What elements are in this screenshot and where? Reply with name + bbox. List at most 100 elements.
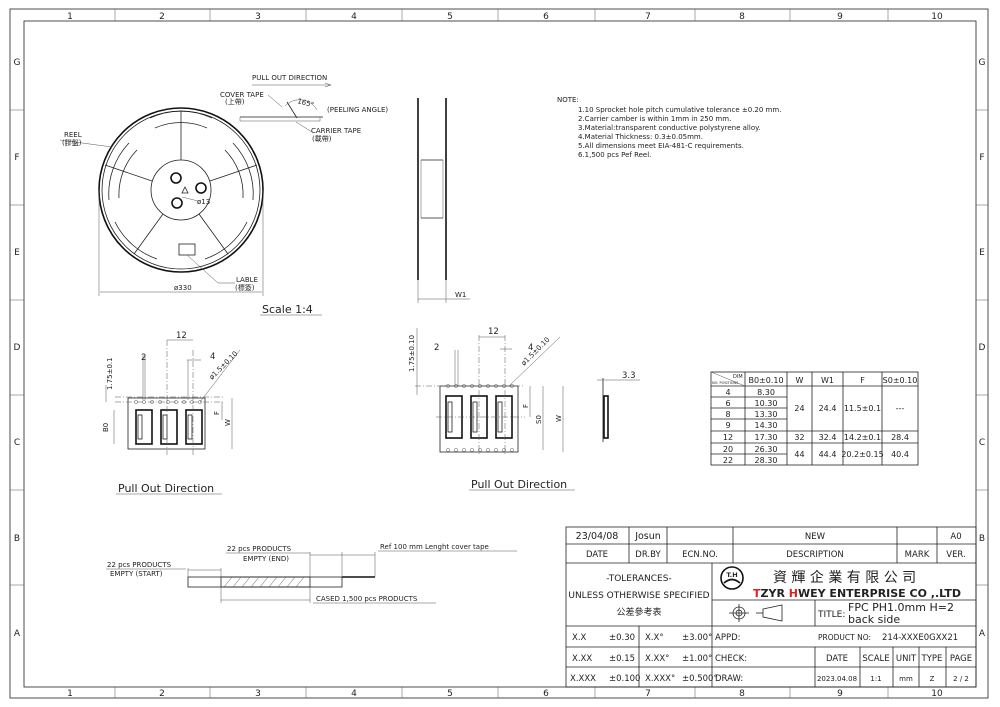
col-label: 3 <box>255 689 261 699</box>
table-diagonal <box>710 371 746 387</box>
drawing-scale: 1:1 <box>870 675 881 683</box>
dim-2: 2 <box>434 343 439 353</box>
carrier-tape-view-1: 12 2 4 ø1.5±0.10 1.75±0.1 B0 F W Pull Ou… <box>102 331 241 495</box>
tol-linear: X.X <box>572 633 587 643</box>
col-label: 7 <box>645 12 651 22</box>
row-label: B <box>14 534 20 544</box>
col-label: 1 <box>67 12 73 22</box>
tape-side-profile: 3.3 <box>597 371 640 442</box>
table-cell-position: 9 <box>725 421 730 430</box>
col-label: 1 <box>67 689 73 699</box>
reel-diameter: ø330 <box>174 284 192 292</box>
drawing-title-line-1: FPC PH1.0mm H=2 <box>848 601 954 614</box>
col-label: 4 <box>351 12 357 22</box>
tol-angle-value: ±1.00° <box>682 654 712 664</box>
tol-linear: X.XX <box>572 654 592 664</box>
table-border <box>710 371 919 466</box>
company-name-cn: 資 輝 企 業 有 限 公 司 <box>773 569 916 586</box>
table-header: B0±0.10 <box>748 376 783 385</box>
table-cell-s0: 40.4 <box>891 450 909 459</box>
row-label: C <box>979 438 985 448</box>
tol-linear-value: ±0.100 <box>609 674 640 684</box>
label-callout-cn: (標簽) <box>235 283 255 292</box>
product-number-label: PRODUCT NO: <box>818 633 871 642</box>
drawing-page: 2 / 2 <box>953 675 969 683</box>
cover-tape-label: COVER TAPE <box>220 91 264 99</box>
table-header: F <box>860 376 865 385</box>
tol-angle: X.XXX° <box>645 674 675 684</box>
approved-by-label: APPD: <box>715 633 740 643</box>
table-cell-f: 14.2±0.1 <box>844 433 881 442</box>
company-logo: T.H <box>720 566 744 590</box>
hole-offset: 1.75±0.1 <box>106 357 114 390</box>
table-cell-f: 20.2±0.15 <box>841 450 883 459</box>
table-cell-position: 8 <box>725 410 730 419</box>
drawing-type: Z <box>930 675 935 683</box>
table-cell-w1: 44.4 <box>819 450 837 459</box>
row-label: D <box>14 343 21 353</box>
col-label: 9 <box>837 689 843 699</box>
pull-out-direction-label: PULL OUT DIRECTION <box>252 74 327 82</box>
logo-mark: T.H <box>726 571 737 579</box>
peeling-angle-label: (PEELING ANGLE) <box>327 106 388 114</box>
cover-tape-cn: (上帶) <box>225 97 245 106</box>
table-cell-b0: 17.30 <box>755 433 778 442</box>
row-label: E <box>979 248 985 258</box>
note-item: 4.Material Thickness: 0.3±0.05mm. <box>578 133 703 141</box>
table-cell-s0: --- <box>896 404 905 413</box>
row-label: E <box>14 248 20 258</box>
table-cell-b0: 14.30 <box>755 421 778 430</box>
table-cell-w1: 24.4 <box>819 404 837 413</box>
s0-dimension: S0 <box>535 415 543 424</box>
pull-out-caption: Pull Out Direction <box>118 482 214 495</box>
row-label: D <box>979 343 986 353</box>
tol-angle: X.X° <box>645 633 664 643</box>
row-label: C <box>14 438 20 448</box>
dim-4: 4 <box>210 352 215 362</box>
company-name-part: ZYR <box>761 587 789 600</box>
table-cell-b0: 26.30 <box>755 445 778 454</box>
title-label: TITLE: <box>817 610 845 620</box>
leader-trailer-diagram: 22 pcs PRODUCTS EMPTY (START) 22 pcs PRO… <box>106 543 517 604</box>
pull-out-caption: Pull Out Direction <box>471 478 567 491</box>
label-box <box>178 243 196 256</box>
drawn-by-label: DRAW: <box>715 674 743 684</box>
table-header: W <box>796 376 804 385</box>
pitch-dimension: 12 <box>176 331 187 341</box>
reel-front-view: PULL OUT DIRECTION COVER TAPE (上帶) 165° … <box>59 74 388 316</box>
peeling-angle-value: 165° <box>296 97 314 109</box>
table-cell-b0: 10.30 <box>755 399 778 408</box>
table-header: W1 <box>821 376 834 385</box>
header-ecn: ECN.NO. <box>682 550 718 560</box>
tol-angle-value: ±0.500° <box>682 674 718 684</box>
col-label: 8 <box>739 12 745 22</box>
col-label: 8 <box>739 689 745 699</box>
table-corner-dim: DIM <box>733 374 743 380</box>
rev-version: A0 <box>950 532 961 542</box>
end-empty-label: EMPTY (END) <box>243 555 289 563</box>
column-markers: 1 2 3 4 5 6 7 8 9 10 1 2 3 4 5 6 7 8 9 1… <box>10 9 988 699</box>
carrier-tape-cn: (載帶) <box>312 134 332 143</box>
table-cell-position: 20 <box>723 445 733 454</box>
table-cell-position: 22 <box>723 456 733 465</box>
col-label: 10 <box>931 12 943 22</box>
reel-label: REEL <box>64 131 82 139</box>
outer-border <box>9 8 989 699</box>
table-cell-position: 6 <box>725 399 730 408</box>
f-dimension: F <box>213 411 221 415</box>
header-drawn-by: DR.BY <box>635 550 661 560</box>
row-label: G <box>979 58 986 68</box>
w-dimension: W <box>555 415 563 422</box>
note-item: 5.All dimensions meet EIA-481-C requirem… <box>578 142 744 150</box>
row-label: A <box>979 629 986 639</box>
info-header-scale: SCALE <box>862 654 889 664</box>
table-cell-w: 32 <box>794 433 804 442</box>
rev-date: 23/04/08 <box>576 531 619 542</box>
table-cell-b0: 8.30 <box>757 388 775 397</box>
table-cell-f: 11.5±0.1 <box>844 404 881 413</box>
tolerances-cn: 公差參考表 <box>616 606 661 618</box>
inner-border <box>23 20 977 688</box>
table-cell-w: 24 <box>794 404 804 413</box>
hole-offset: 1.75±0.10 <box>408 335 416 372</box>
cover-tape-length-label: Ref 100 mm Lenght cover tape <box>380 543 489 551</box>
